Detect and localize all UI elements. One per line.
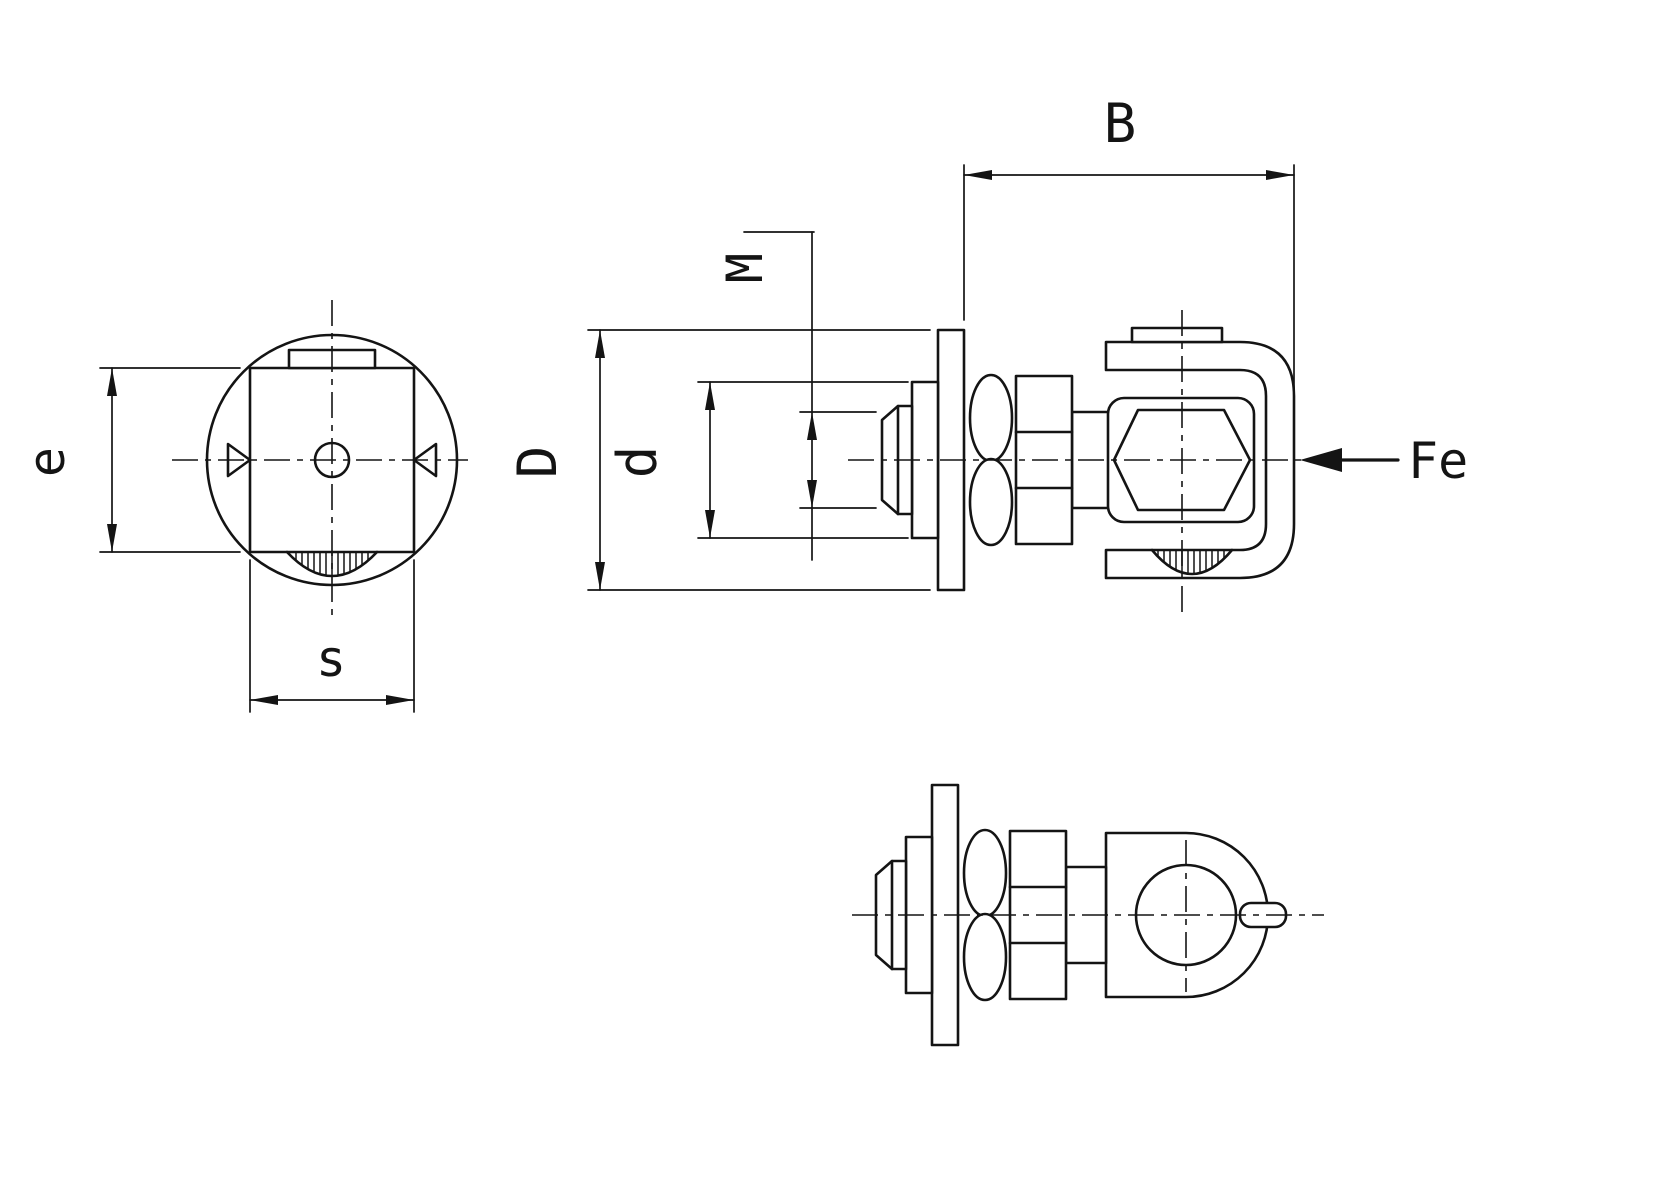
side-view [880,326,1296,592]
arrowhead-right [1266,170,1294,180]
dimension-D: D [506,329,931,591]
dim-label-e: e [18,447,76,477]
spring-washer [962,828,1008,918]
arrowhead-up [807,412,817,440]
dim-label-d: d [606,446,669,479]
spring-washer [968,457,1014,547]
arrowhead-down [705,510,715,538]
spring-washer [968,373,1014,463]
dim-label-B: B [1104,92,1137,155]
force-label-Fe: Fe [1408,432,1468,490]
dimension-d: d [606,381,909,539]
spring-washer [962,912,1008,1002]
dimension-s: s [249,559,415,713]
centerlines [172,300,1336,992]
dim-label-D: D [506,446,569,479]
dimension-M: M [716,231,877,561]
arrowhead-left [250,695,278,705]
arrowhead-right [386,695,414,705]
dim-label-s: s [316,630,346,688]
arrowhead-left [964,170,992,180]
arrowhead-up [705,382,715,410]
arrowhead-up [595,330,605,358]
dim-label-M: M [716,253,774,283]
arrowhead-up [107,368,117,396]
u-bracket [1104,340,1296,580]
force-annotation-Fe: Fe [1300,432,1468,490]
dimension-B: B [963,92,1295,389]
dimension-e: e [18,367,241,553]
arrowhead-down [107,524,117,552]
arrowhead-down [595,562,605,590]
arrowhead-down [807,480,817,508]
top-tab-side [1130,326,1224,344]
force-arrowhead [1300,448,1342,472]
